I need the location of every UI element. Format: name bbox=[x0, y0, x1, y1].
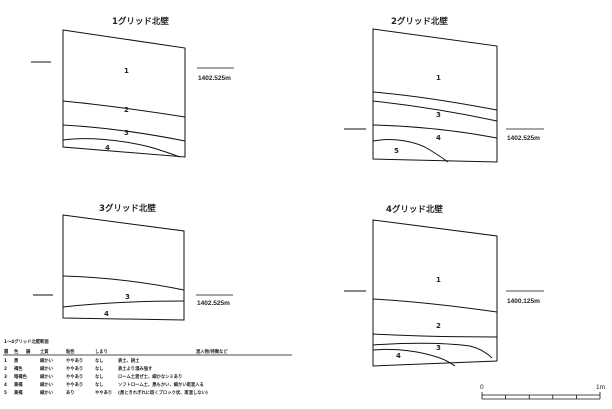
profile-title: 4グリッド北壁 bbox=[386, 204, 443, 215]
legend-cell: あり bbox=[66, 390, 75, 396]
legend-cell: 表土より湿み強す bbox=[117, 365, 153, 372]
layer-boundary bbox=[62, 275, 185, 291]
layer-label: 3 bbox=[125, 293, 130, 301]
profile-title: 1グリッド北壁 bbox=[112, 16, 169, 27]
legend-cell: 4 bbox=[4, 382, 7, 388]
layer-label: 1 bbox=[436, 74, 441, 82]
layer-boundary bbox=[372, 124, 498, 139]
legend-cell: 1 bbox=[4, 358, 7, 364]
legend-cell: 黒 bbox=[14, 357, 19, 364]
layer-boundary bbox=[372, 100, 498, 122]
legend-cell: 細かい bbox=[40, 373, 54, 380]
legend-cell: なし bbox=[95, 357, 104, 364]
legend-header: 色 bbox=[14, 348, 19, 355]
layer-boundary bbox=[372, 333, 498, 338]
legend-row: 1 黒 細かい ややあり なし 表土、耕土 bbox=[4, 357, 140, 364]
layer-label: 4 bbox=[104, 310, 109, 318]
legend-cell: なし bbox=[95, 373, 104, 380]
scale-end-label: 1m bbox=[596, 384, 605, 391]
legend-header: しまり bbox=[95, 349, 108, 355]
legend-row: 2 褐色 細かい ややあり なし 表土より湿み強す bbox=[4, 365, 153, 372]
section-outline bbox=[372, 28, 498, 163]
layer-boundary bbox=[372, 139, 449, 163]
layer-boundary bbox=[62, 138, 181, 158]
profile-title: 2グリッド北壁 bbox=[391, 16, 448, 27]
legend-cell: 黄褐 bbox=[14, 381, 23, 388]
legend-cell: ややあり bbox=[66, 357, 83, 364]
legend-cell: ややあり bbox=[66, 373, 83, 380]
profile-title: 3グリッド北壁 bbox=[99, 203, 156, 214]
scale-start-label: 0 bbox=[480, 384, 484, 391]
elevation-label: 1402.525m bbox=[198, 75, 231, 82]
legend-cell: 表土、耕土 bbox=[117, 357, 140, 364]
layer-boundary bbox=[372, 348, 456, 367]
layer-boundary bbox=[372, 91, 498, 111]
layer-boundary bbox=[372, 298, 498, 313]
legend-cell: ソフトローム土、黒もかい、細かい斑混入る bbox=[118, 381, 204, 388]
legend-cell: 細かい bbox=[40, 357, 54, 364]
layer-label: 5 bbox=[394, 147, 399, 155]
legend-header: 土質 bbox=[40, 348, 49, 355]
legend-caption: 1～4グリッド北壁断面 bbox=[4, 338, 49, 345]
layer-label: 1 bbox=[124, 67, 129, 75]
legend-header: 混入物/特徴など bbox=[196, 348, 228, 355]
legend-cell: (黒ときれぎれに斑くブロック状、斑混しない) bbox=[118, 389, 208, 396]
legend-cell: ややあり bbox=[66, 381, 83, 388]
legend-cell: 黄褐 bbox=[14, 389, 23, 396]
layer-label: 2 bbox=[124, 106, 129, 114]
elevation-label: 1402.525m bbox=[507, 135, 540, 142]
legend-row: 4 黄褐 細かい ややあり なし ソフトローム土、黒もかい、細かい斑混入る bbox=[4, 381, 204, 388]
legend-header: 粘性 bbox=[66, 348, 75, 355]
layer-boundary bbox=[372, 342, 493, 359]
layer-boundary bbox=[62, 124, 186, 142]
legend-cell: 2 bbox=[4, 366, 7, 372]
profile-grid-3: 3グリッド北壁 1402.525m 3 4 bbox=[33, 203, 233, 321]
layer-label: 3 bbox=[124, 129, 129, 137]
legend-cell: 褐色 bbox=[13, 365, 23, 372]
elevation-label: 1400.125m bbox=[507, 298, 540, 305]
legend-cell: 3 bbox=[4, 374, 7, 380]
profile-grid-1: 1グリッド北壁 1402.525m 1 2 3 4 bbox=[31, 16, 234, 158]
layer-label: 4 bbox=[105, 144, 110, 152]
layer-label: 3 bbox=[436, 111, 441, 119]
elevation-label: 1402.525m bbox=[197, 300, 230, 307]
layer-boundary bbox=[62, 100, 186, 118]
layer-boundary bbox=[62, 300, 185, 308]
legend-cell: 細かい bbox=[40, 381, 54, 388]
legend-cell: 5 bbox=[4, 390, 7, 396]
legend-cell: 細かい bbox=[40, 389, 54, 396]
legend-row: 3 暗褐色 細かい ややあり なし ローム土混ぜ土、細かなシミあり bbox=[4, 373, 182, 380]
section-outline bbox=[62, 214, 185, 321]
layer-label: 4 bbox=[396, 352, 401, 360]
layer-label: 1 bbox=[436, 276, 441, 284]
profile-grid-4: 4グリッド北壁 1400.125m 1 2 3 4 bbox=[344, 204, 544, 367]
profile-grid-2: 2グリッド北壁 1402.525m 1 3 4 5 bbox=[344, 16, 544, 163]
legend-header: 層 bbox=[4, 348, 8, 355]
legend-cell: なし bbox=[95, 365, 104, 372]
layer-label: 2 bbox=[436, 322, 441, 330]
layer-label: 4 bbox=[436, 134, 441, 142]
scale-bar: 0 1m bbox=[480, 384, 605, 400]
legend-cell: ややあり bbox=[66, 365, 83, 372]
legend-cell: ややあり bbox=[95, 389, 112, 396]
legend-header: 調 bbox=[26, 348, 31, 355]
legend-row: 5 黄褐 細かい あり ややあり (黒ときれぎれに斑くブロック状、斑混しない) bbox=[4, 389, 208, 396]
legend-cell: なし bbox=[95, 381, 104, 388]
legend-header-row: 層 色 調 土質 粘性 しまり 混入物/特徴など bbox=[4, 348, 228, 355]
section-outline bbox=[372, 219, 498, 367]
layer-label: 3 bbox=[436, 344, 441, 352]
legend-cell: 暗褐色 bbox=[14, 373, 28, 380]
section-outline bbox=[62, 29, 186, 158]
legend-cell: 細かい bbox=[40, 365, 54, 372]
legend-cell: ローム土混ぜ土、細かなシミあり bbox=[118, 373, 182, 380]
